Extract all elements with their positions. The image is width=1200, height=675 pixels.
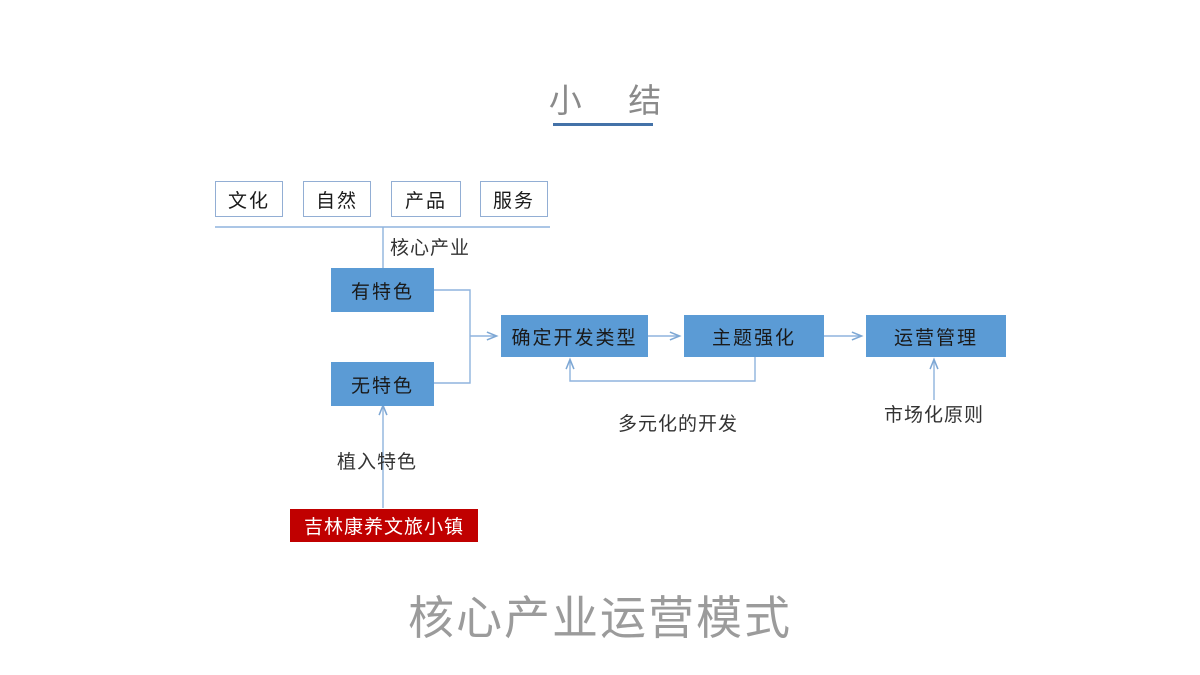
label-implant-feature: 植入特色 [337, 452, 418, 473]
input-box-product[interactable]: 产品 [391, 181, 461, 217]
input-box-culture-label: 文化 [227, 190, 270, 212]
label-market-principle: 市场化原则 [884, 405, 985, 426]
label-diversified-development: 多元化的开发 [618, 414, 739, 435]
input-box-nature[interactable]: 自然 [303, 181, 371, 217]
node-no-feature-label: 无特色 [350, 375, 414, 397]
page-title: 小 结 [548, 84, 672, 120]
wire-feedback-loop [570, 356, 756, 382]
node-theme-enhance[interactable]: 主题强化 [684, 315, 824, 357]
node-operation-management-label: 运营管理 [893, 327, 978, 349]
node-no-feature[interactable]: 无特色 [331, 362, 434, 406]
input-box-nature-label: 自然 [315, 190, 358, 212]
input-box-service-label: 服务 [492, 190, 535, 212]
input-box-product-label: 产品 [404, 190, 447, 212]
node-has-feature[interactable]: 有特色 [331, 268, 434, 312]
title-underline-rule [553, 123, 653, 126]
node-has-feature-label: 有特色 [350, 281, 414, 303]
node-source-town[interactable]: 吉林康养文旅小镇 [290, 509, 478, 542]
node-source-town-label: 吉林康养文旅小镇 [303, 517, 464, 538]
input-box-service[interactable]: 服务 [480, 181, 548, 217]
node-determine-type[interactable]: 确定开发类型 [501, 315, 648, 357]
node-operation-management[interactable]: 运营管理 [866, 315, 1006, 357]
slide-caption: 核心产业运营模式 [408, 592, 792, 644]
input-box-culture[interactable]: 文化 [215, 181, 283, 217]
node-determine-type-label: 确定开发类型 [511, 327, 638, 349]
wire-feature-merge [434, 289, 471, 384]
node-theme-enhance-label: 主题强化 [711, 327, 796, 349]
label-core-industry: 核心产业 [390, 238, 471, 259]
